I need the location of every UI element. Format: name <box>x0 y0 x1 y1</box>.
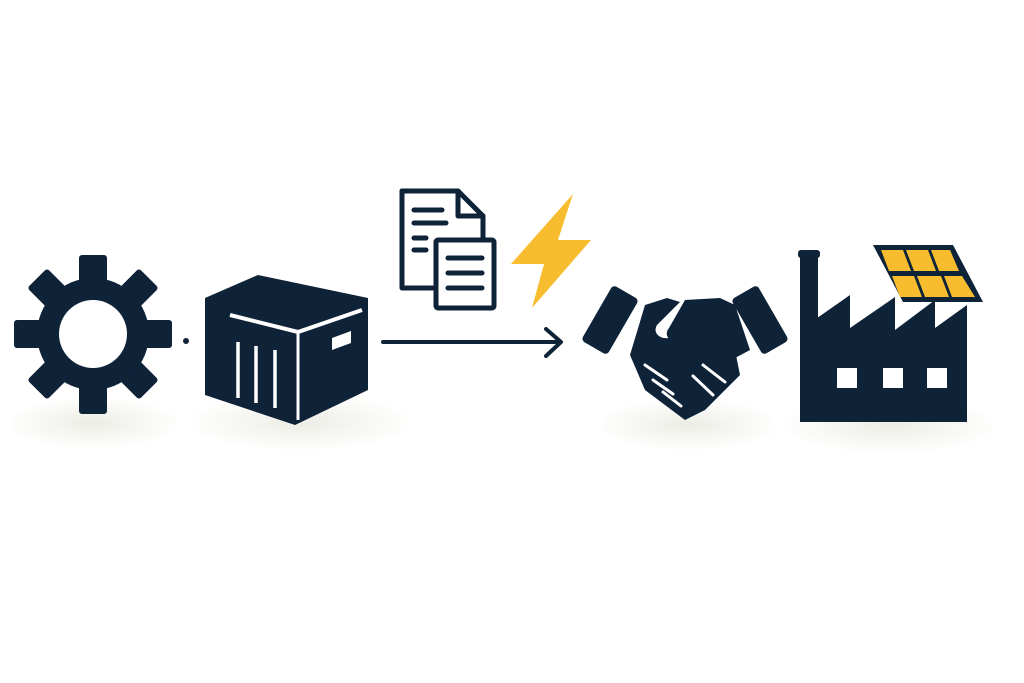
diagram-title: Supply chain to solar-powered manufactur… <box>0 0 1 1</box>
connector-arrow <box>380 325 570 361</box>
gear-icon <box>14 255 172 414</box>
factory-label: Solar-Powered Factory <box>0 0 1 1</box>
solar-panel <box>873 245 983 302</box>
node-factory <box>795 240 985 425</box>
shipping-container-icon <box>205 275 368 425</box>
documents-label: Documents / Contracts <box>0 0 1 1</box>
gear-label: Machinery / Equipment <box>0 0 1 1</box>
node-container <box>200 270 370 428</box>
factory-solar-icon <box>798 245 983 422</box>
handshake-label: Agreement / Partnership <box>0 0 1 1</box>
arrow-right-icon <box>381 327 563 358</box>
node-documents <box>398 188 500 313</box>
container-label: Shipping Container <box>0 0 1 1</box>
energy-label: Energy <box>0 0 1 1</box>
node-gear <box>12 252 172 417</box>
node-handshake <box>582 280 788 425</box>
node-energy <box>508 192 594 310</box>
lightning-bolt-icon <box>511 194 591 308</box>
documents-icon <box>399 188 497 311</box>
connector-dot <box>183 338 189 344</box>
handshake-icon <box>582 286 788 420</box>
